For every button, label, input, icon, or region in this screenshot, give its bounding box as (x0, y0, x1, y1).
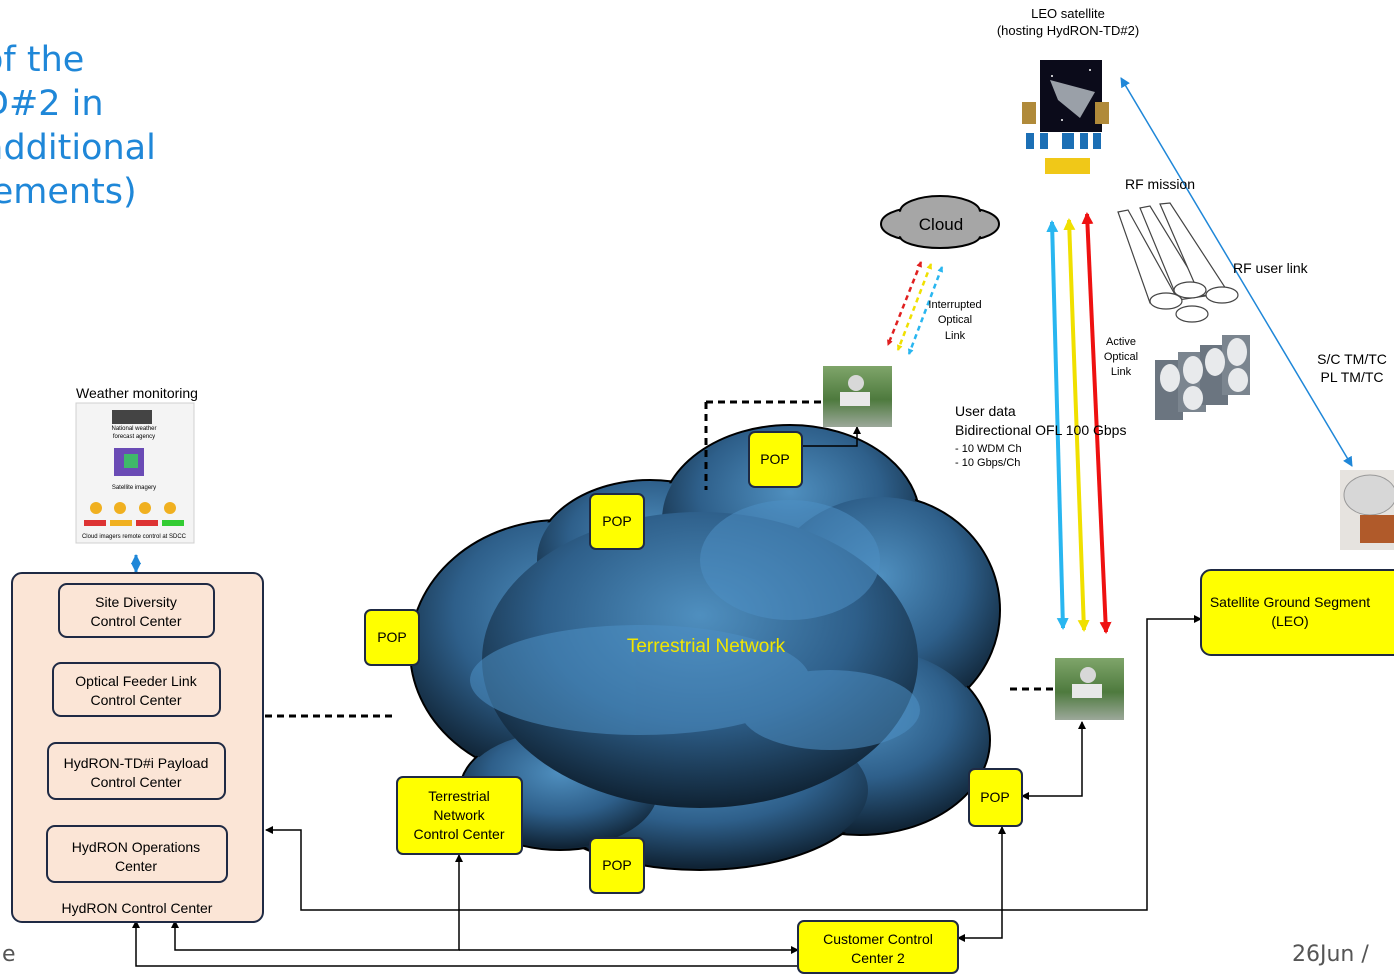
weather-monitoring-image: National weather forecast agency Satelli… (75, 402, 195, 544)
pop-label: POP (377, 629, 407, 645)
tn-control-center-label: Network (433, 807, 485, 823)
operations-center-label: HydRON Operations (72, 839, 200, 855)
satellite-imagery-caption: Satellite imagery (112, 485, 156, 491)
ofl-control-label: Optical Feeder Link (75, 673, 197, 689)
pop-node[interactable] (589, 493, 645, 550)
user-data-label: Bidirectional OFL 100 Gbps (955, 422, 1126, 438)
payload-control-label: Control Center (90, 774, 181, 790)
sc-tmtc-label: PL TM/TC (1320, 369, 1383, 385)
interrupted-link-label: Optical (938, 314, 972, 326)
pop-node[interactable] (748, 431, 803, 488)
site-diversity-label: Control Center (90, 613, 181, 629)
rf-user-link-line (1120, 77, 1353, 467)
interrupted-optical-links (886, 261, 944, 355)
tn-control-center-box[interactable] (396, 776, 523, 855)
optical-ground-station-photo (823, 366, 892, 427)
site-diversity-box[interactable] (58, 583, 215, 638)
active-optical-links (1046, 212, 1112, 634)
pop-node[interactable] (589, 837, 645, 894)
imagers-caption: Cloud imagers remote control at SDCC (82, 534, 187, 540)
operations-center-label: Center (115, 858, 157, 874)
internet-cloud (880, 195, 1000, 249)
user-data-label: - 10 Gbps/Ch (955, 457, 1020, 469)
pop-label: POP (760, 451, 790, 467)
leo-satellite-label: (hosting HydRON-TD#2) (997, 23, 1139, 38)
footer-left: e (2, 942, 16, 967)
tn-control-center-label: Control Center (413, 826, 504, 842)
sat-ground-label: (LEO) (1271, 613, 1308, 629)
optical-ground-station-photo (1055, 658, 1124, 720)
title-line: D#2 in (0, 84, 104, 124)
customer-control-center-box[interactable] (797, 920, 959, 974)
terrestrial-network-label: Terrestrial Network (627, 636, 786, 657)
active-link-label: Active (1106, 336, 1136, 348)
title-line: additional (0, 128, 156, 168)
rf-user-link-label: RF user link (1233, 260, 1309, 276)
forecast-caption: National weather (111, 426, 156, 432)
leo-satellite-label: LEO satellite (1031, 6, 1105, 21)
control-center-footer: HydRON Control Center (62, 900, 213, 916)
footer-date: 26Jun / (1292, 942, 1369, 967)
tn-control-center-label: Terrestrial (428, 788, 489, 804)
rf-mission-beams (1117, 202, 1239, 323)
sc-tmtc-label: S/C TM/TC (1317, 351, 1387, 367)
site-diversity-label: Site Diversity (95, 594, 177, 610)
rf-mission-label: RF mission (1125, 176, 1195, 192)
pop-label: POP (980, 789, 1010, 805)
payload-control-box[interactable] (47, 742, 226, 800)
satellite-ground-segment-box[interactable] (1200, 569, 1394, 656)
active-link-label: Optical (1104, 351, 1138, 363)
weather-monitoring-label: Weather monitoring (76, 385, 198, 401)
customer-cc-label: Customer Control (823, 931, 933, 947)
active-link-label: Link (1111, 366, 1132, 378)
leo-satellite-image (1022, 60, 1109, 174)
title-line: of the (0, 40, 85, 80)
ofl-control-box[interactable] (52, 662, 221, 717)
customer-cc-label: Center 2 (851, 950, 905, 966)
interrupted-link-label: Link (945, 330, 966, 342)
pop-label: POP (602, 513, 632, 529)
forecast-caption: forecast agency (113, 434, 155, 440)
user-data-label: User data (955, 403, 1016, 419)
operations-center-box[interactable] (46, 825, 228, 883)
sat-ground-label: Satellite Ground Segment (1210, 594, 1370, 610)
connectors (131, 426, 1202, 967)
user-data-label: - 10 WDM Ch (955, 443, 1022, 455)
ofl-control-label: Control Center (90, 692, 181, 708)
satellite-dish-image (1340, 470, 1394, 550)
payload-control-label: HydRON-TD#i Payload (64, 755, 209, 771)
cloud-label: Cloud (919, 215, 963, 234)
pop-node[interactable] (968, 768, 1023, 827)
interrupted-link-label: Interrupted (928, 299, 981, 311)
hydron-control-center: Site Diversity Control Center Optical Fe… (11, 572, 264, 923)
pop-label: POP (602, 857, 632, 873)
rf-gateway-antennas (1155, 335, 1250, 420)
pop-node[interactable] (364, 609, 420, 666)
